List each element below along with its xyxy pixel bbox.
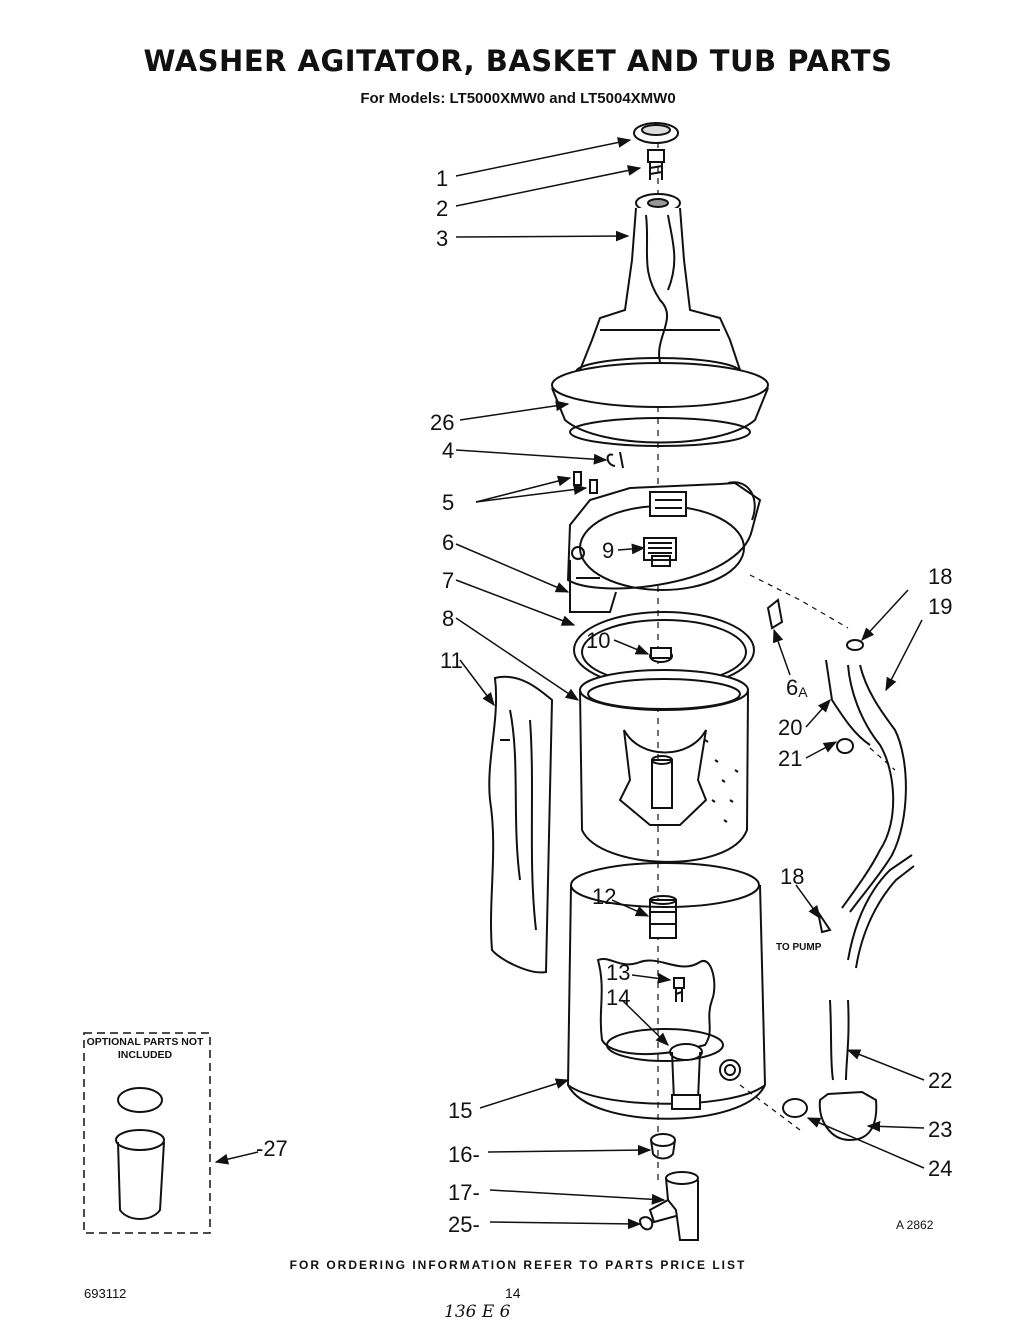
callout-26: 26 (430, 410, 454, 435)
optional-parts-box (83, 1032, 211, 1234)
callout-18-top: 18 (928, 564, 952, 589)
spring-clips-part (573, 471, 598, 494)
tub-coupling-part (649, 895, 677, 939)
callout-12: 12 (592, 884, 616, 909)
clip-part (606, 451, 624, 469)
document-number: 693112 (84, 1286, 127, 1301)
callout-27: -27 (256, 1136, 288, 1161)
callout-14: 14 (606, 985, 630, 1010)
hose-assembly-part (782, 639, 915, 1142)
callout-25: 25- (448, 1212, 480, 1237)
callout-22: 22 (928, 1068, 952, 1093)
callout-7: 7 (442, 568, 454, 593)
spin-basket-part (579, 669, 749, 863)
callout-4: 4 (442, 438, 454, 463)
callout-1: 1 (436, 166, 448, 191)
callout-6a: 6A (786, 675, 808, 700)
callout-24: 24 (928, 1156, 952, 1181)
hose-clamp-part (638, 1216, 654, 1231)
callout-18-bottom: 18 (780, 864, 804, 889)
callout-13: 13 (606, 960, 630, 985)
ordering-info: FOR ORDERING INFORMATION REFER TO PARTS … (289, 1258, 747, 1272)
tub-liner-sheet-part (488, 675, 554, 974)
agitator-part (575, 193, 742, 387)
bracket-part (766, 598, 784, 630)
models-subtitle: For Models: LT5000XMW0 and LT5004XMW0 (360, 90, 676, 107)
to-pump-label: TO PUMP (776, 942, 822, 953)
lint-filter-part (643, 537, 677, 567)
page-title: WASHER AGITATOR, BASKET AND TUB PARTS (143, 44, 893, 78)
tub-ring-part (566, 481, 762, 613)
outer-tub-part (566, 862, 767, 1120)
callout-8: 8 (442, 606, 454, 631)
optional-parts-label: OPTIONAL PARTS NOT INCLUDED (86, 1036, 204, 1061)
callout-2: 2 (436, 196, 448, 221)
callout-9: 9 (602, 538, 614, 563)
figure-id: A 2862 (896, 1218, 934, 1232)
callout-23: 23 (928, 1117, 952, 1142)
optional-filter-part (115, 1087, 165, 1220)
callout-10: 10 (586, 628, 610, 653)
drain-grommet-part (650, 1133, 676, 1160)
callout-17: 17- (448, 1180, 480, 1205)
callout-5: 5 (442, 490, 454, 515)
page-number: 14 (505, 1285, 521, 1301)
agitator-skirt-part (551, 362, 769, 447)
callout-6: 6 (442, 530, 454, 555)
callout-11: 11 (440, 648, 463, 673)
callout-16: 16- (448, 1142, 480, 1167)
agitator-cap-part (633, 122, 679, 144)
agitator-bolt-part (647, 149, 665, 180)
callout-20: 20 (778, 715, 802, 740)
basket-nut-part (649, 647, 673, 663)
handwritten-note: 136 E 6 (444, 1302, 511, 1322)
drain-fitting-part (648, 1171, 699, 1241)
callout-3: 3 (436, 226, 448, 251)
callout-21: 21 (778, 746, 802, 771)
callout-leader-lines (214, 137, 925, 1230)
callout-15: 15 (448, 1098, 472, 1123)
callout-19: 19 (928, 594, 952, 619)
tub-bolt-part (673, 977, 685, 1002)
center-seal-part (669, 1043, 703, 1110)
